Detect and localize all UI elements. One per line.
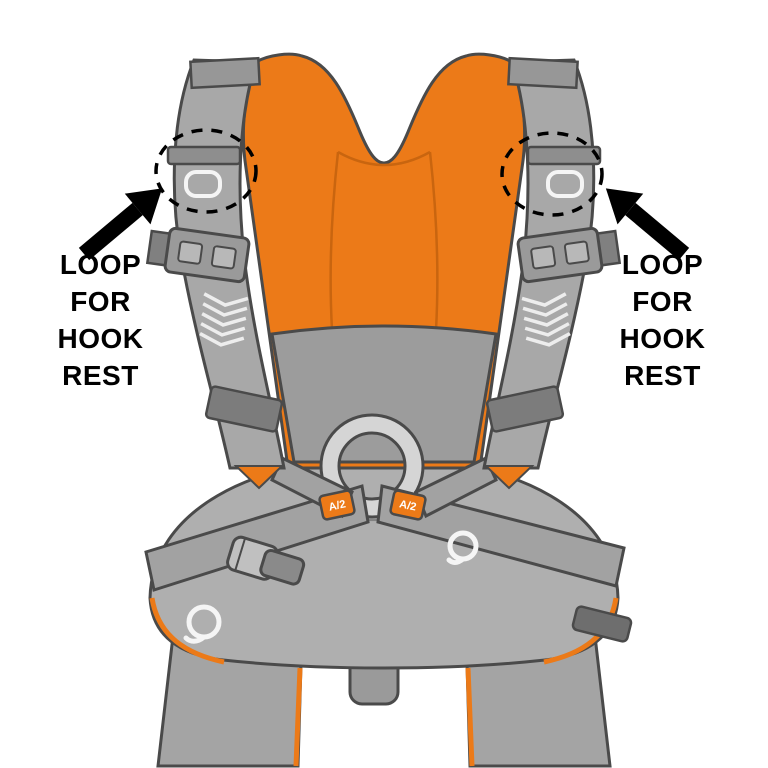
attachment-tag-right-text: A/2 <box>398 498 417 513</box>
dashed-circle-left <box>154 128 258 214</box>
chest-panel-seams <box>329 150 439 331</box>
circle-marking-right <box>446 530 479 565</box>
attachment-tag-left: A/2 <box>318 489 356 521</box>
loop-outline-right <box>546 170 584 198</box>
stitching-right <box>521 292 571 347</box>
leg-trim-left <box>293 667 303 767</box>
dark-band-right <box>485 385 565 433</box>
attachment-tag-left-text: A/2 <box>328 498 347 513</box>
circle-marking-left <box>183 604 222 644</box>
hook-rest-loop-left <box>166 145 242 198</box>
adjust-buckle-right <box>516 226 622 284</box>
arrow-left <box>78 188 163 261</box>
label-line: REST <box>624 360 701 391</box>
ventral-ring <box>319 413 425 519</box>
waist-straps <box>144 455 626 592</box>
label-line: LOOP <box>621 249 704 280</box>
waist-buckle <box>226 535 306 586</box>
label-line: HOOK <box>57 323 144 354</box>
orange-trims <box>149 597 619 767</box>
dome-trim-right <box>543 597 619 665</box>
arrow-right <box>605 188 690 261</box>
hook-rest-label-left: LOOP FOR HOOK REST <box>28 246 173 394</box>
dashed-circle-right <box>500 131 604 217</box>
hook-rest-label-right: LOOP FOR HOOK REST <box>590 246 735 394</box>
strap-tip-left <box>233 465 285 490</box>
label-line: HOOK <box>619 323 706 354</box>
strap-tip-right <box>483 465 535 490</box>
dome-trim-left <box>149 597 225 665</box>
waist-strap-left <box>144 484 370 592</box>
waist-strap-right <box>376 484 626 588</box>
label-line: FOR <box>70 286 131 317</box>
label-line: REST <box>62 360 139 391</box>
label-line: FOR <box>632 286 693 317</box>
leg-trim-right <box>465 667 475 767</box>
stitching-left <box>199 292 249 347</box>
loop-outline-left <box>184 170 222 198</box>
adjust-buckle-left <box>145 226 251 284</box>
strap-cap-left <box>189 56 261 90</box>
dark-band-left <box>204 385 284 433</box>
attachment-tag-right: A/2 <box>389 489 427 521</box>
torso-panel <box>270 324 498 464</box>
keeper-band-right <box>526 145 602 166</box>
strap-end-tab <box>571 605 633 643</box>
hook-rest-loop-right <box>526 145 602 198</box>
label-line: LOOP <box>59 249 142 280</box>
strap-cap-right <box>507 56 579 90</box>
keeper-band-left <box>166 145 242 166</box>
